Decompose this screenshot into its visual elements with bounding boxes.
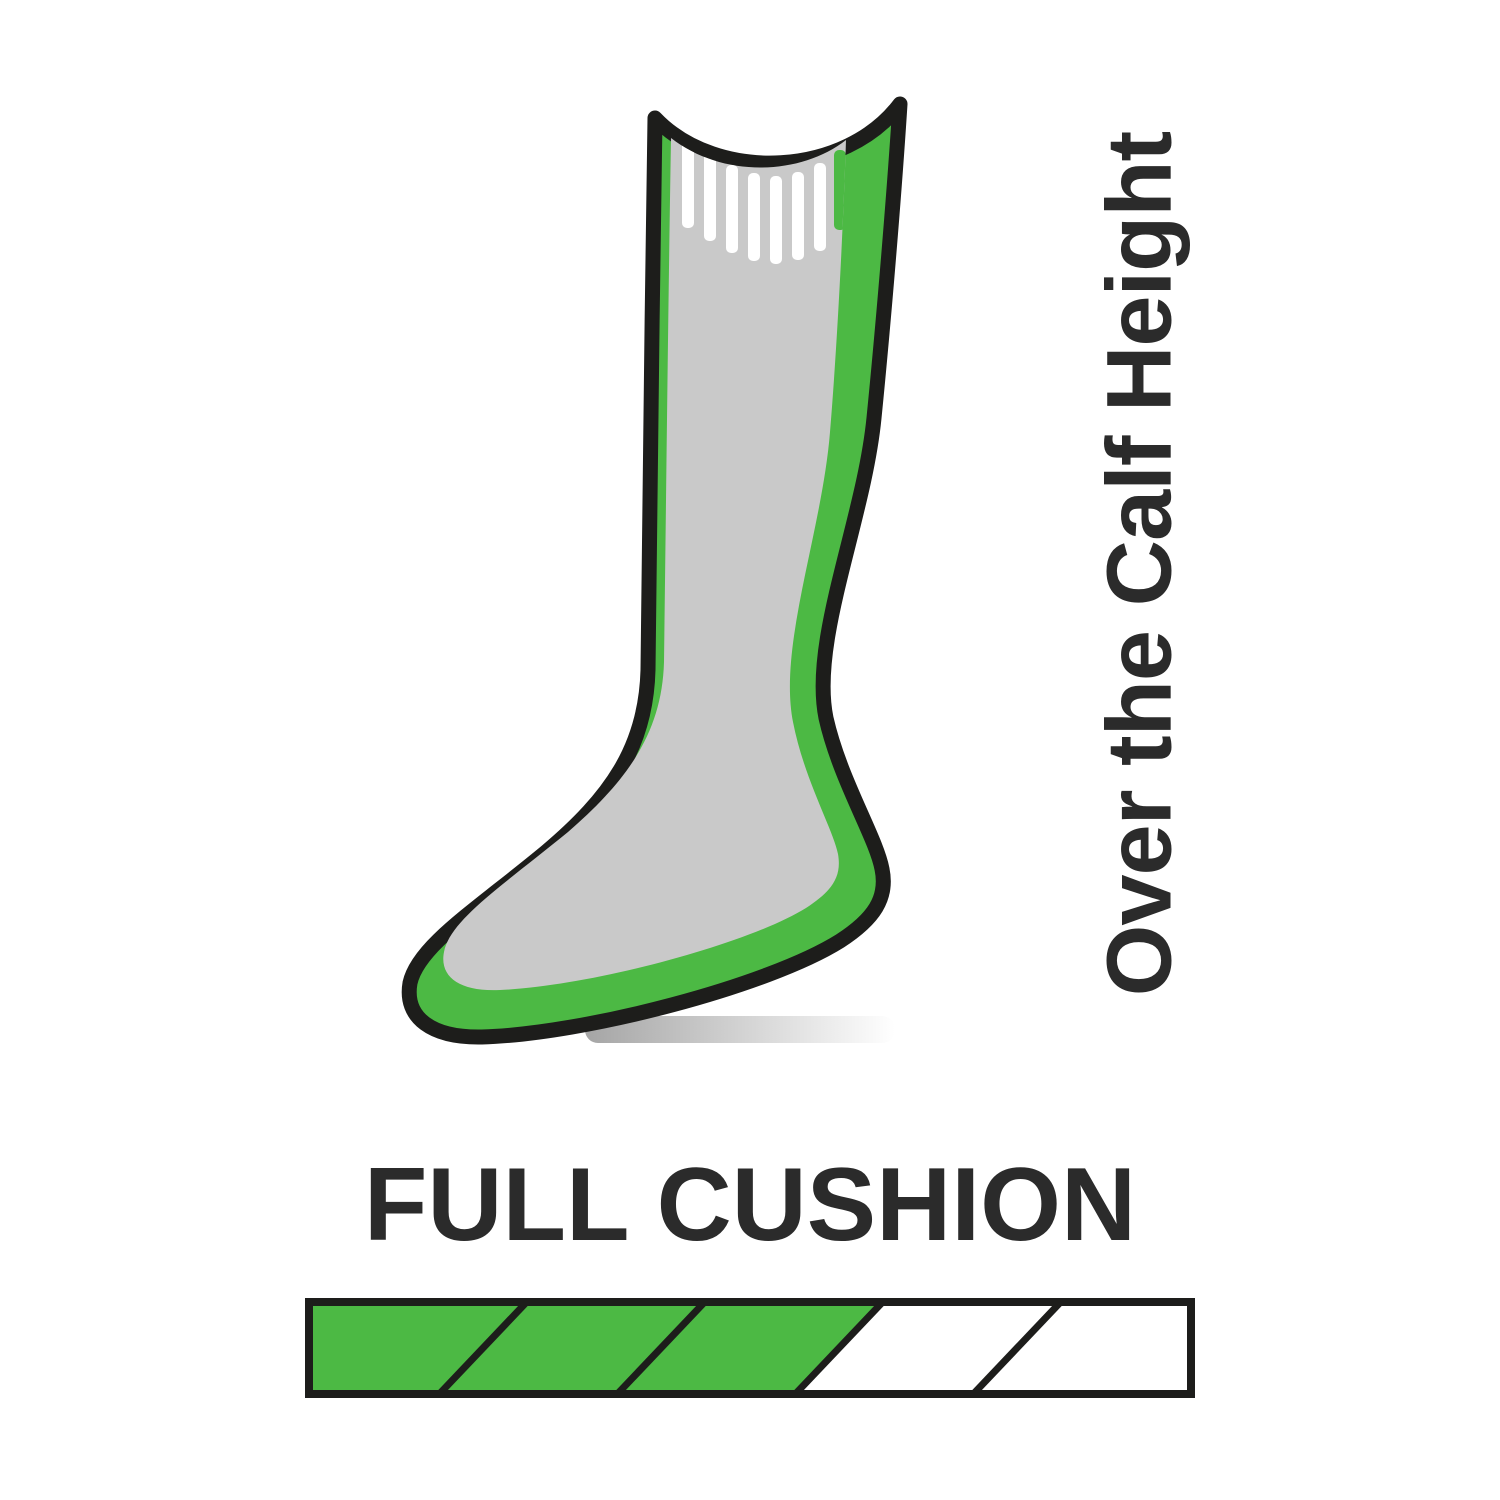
meter-fill: [305, 1298, 887, 1398]
meter-divider: [432, 1295, 534, 1401]
sock-shadow-icon: [585, 1016, 895, 1043]
sock-cuff-ribs-icon: [682, 140, 846, 264]
meter-divider: [610, 1295, 712, 1401]
cushion-title: FULL CUSHION: [363, 1147, 1137, 1263]
meter-divider: [788, 1295, 890, 1401]
meter-divider: [966, 1295, 1068, 1401]
meter-border: [305, 1298, 1195, 1398]
sock-icon: [401, 96, 908, 1045]
height-label: Over the Calf Height: [1088, 131, 1191, 997]
cushion-meter: [305, 1295, 1195, 1401]
cushion-meter-svg: [305, 1295, 1195, 1401]
